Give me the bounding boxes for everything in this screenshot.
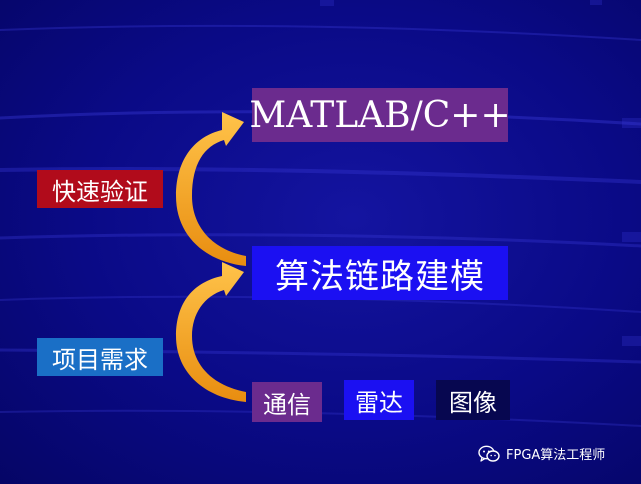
watermark: FPGA算法工程师 bbox=[478, 444, 605, 463]
watermark-text: FPGA算法工程师 bbox=[506, 448, 606, 463]
node-project-requirements: 项目需求 bbox=[37, 338, 163, 376]
wechat-icon bbox=[478, 445, 500, 462]
node-quick-verify: 快速验证 bbox=[37, 170, 163, 208]
arrow-link-to-matlab bbox=[176, 112, 246, 266]
node-link-model: 算法链路建模 bbox=[252, 246, 508, 300]
node-matlab: MATLAB/C++ bbox=[249, 88, 511, 142]
node-communication-label: 通信 bbox=[263, 390, 311, 419]
node-communication: 通信 bbox=[252, 382, 322, 422]
arrow-comm-to-link bbox=[176, 262, 246, 402]
node-radar-label: 雷达 bbox=[355, 388, 403, 417]
node-image-label: 图像 bbox=[449, 388, 497, 417]
node-matlab-label: MATLAB/C++ bbox=[249, 94, 511, 136]
node-radar: 雷达 bbox=[344, 380, 414, 420]
node-quick-verify-label: 快速验证 bbox=[52, 177, 148, 206]
node-image: 图像 bbox=[436, 380, 510, 420]
node-link-model-label: 算法链路建模 bbox=[275, 256, 485, 297]
node-project-requirements-label: 项目需求 bbox=[52, 345, 148, 374]
